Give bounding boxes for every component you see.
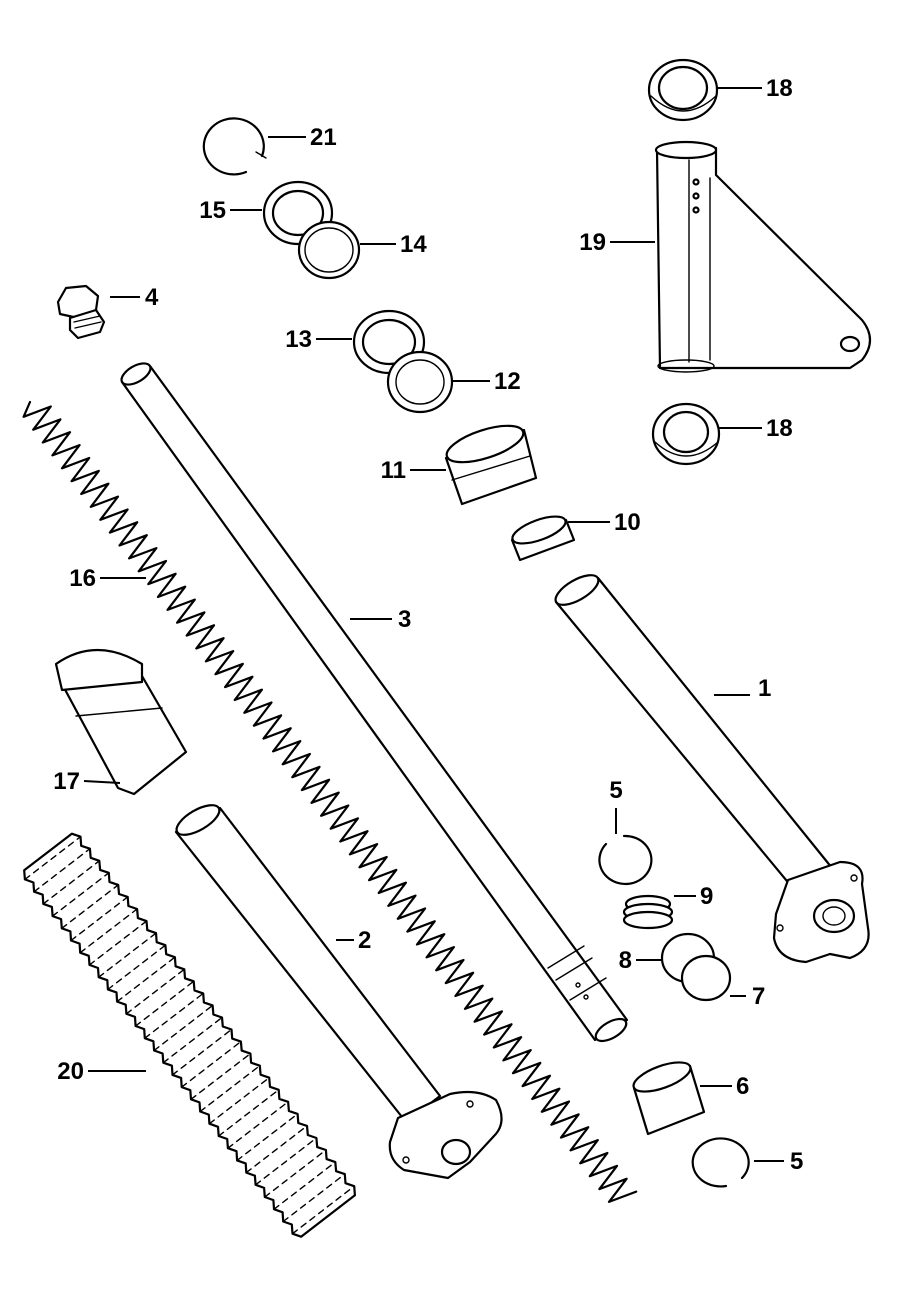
- label-15: 15: [199, 197, 226, 224]
- bellows-fold-line: [107, 944, 167, 991]
- bellows-fold-line: [88, 920, 148, 966]
- part-12-seal: [386, 350, 454, 414]
- part-6-bushing: [632, 1061, 706, 1136]
- bellows-fold-line: [134, 980, 195, 1027]
- label-18-lower: 18: [766, 415, 793, 442]
- bellows-fold-line: [180, 1040, 242, 1088]
- part-16-spring: [22, 400, 638, 1203]
- bellows-fold-line: [171, 1028, 233, 1076]
- part-5-circlip-upper: [598, 834, 653, 886]
- bellows-fold-line: [199, 1064, 261, 1113]
- label-4: 4: [145, 284, 159, 311]
- label-12: 12: [494, 368, 521, 395]
- bellows-fold-line: [227, 1101, 289, 1149]
- label-3: 3: [398, 606, 411, 633]
- part-20-bellows: [23, 832, 356, 1238]
- label-18-upper: 18: [766, 75, 793, 102]
- part-19-steering-stem: [654, 140, 872, 373]
- bellows-fold-line: [217, 1089, 280, 1137]
- part-14-ring: [297, 220, 361, 280]
- label-2: 2: [358, 927, 371, 954]
- label-19: 19: [579, 229, 606, 256]
- label-10: 10: [614, 509, 641, 536]
- bellows-fold-line: [162, 1016, 223, 1064]
- label-13: 13: [285, 326, 312, 353]
- bellows-fold-line: [116, 956, 176, 1003]
- label-17: 17: [53, 768, 80, 795]
- label-9: 9: [700, 883, 713, 910]
- label-5-lower: 5: [790, 1148, 803, 1175]
- leader-lines: [83, 87, 784, 1162]
- label-14: 14: [400, 231, 427, 258]
- bellows-fold-line: [33, 848, 91, 893]
- part-10-bushing: [510, 515, 576, 562]
- bellows-fold-line: [208, 1076, 270, 1125]
- part-9-spring-small: [622, 894, 674, 930]
- label-16: 16: [69, 565, 96, 592]
- label-1: 1: [758, 675, 771, 702]
- label-7: 7: [752, 983, 765, 1010]
- bellows-fold-line: [190, 1052, 252, 1101]
- part-3-damper-tube: [120, 362, 629, 1043]
- part-4-bolt: [56, 284, 106, 340]
- bellows-fold-line: [97, 932, 157, 978]
- part-labels: 1 2 3 4 5 5 6 7 8 9 10 11 12 13 14 15 16…: [53, 75, 803, 1175]
- label-20: 20: [57, 1058, 84, 1085]
- bellows-fold-line: [24, 836, 82, 881]
- bellows-fold-line: [291, 1185, 355, 1235]
- part-17-cover: [54, 648, 188, 796]
- bellows-fold-line: [144, 992, 204, 1039]
- part-7-ring: [680, 954, 732, 1002]
- bellows-fold-line: [125, 968, 186, 1015]
- bellows-fold-line: [282, 1173, 346, 1223]
- label-8: 8: [619, 947, 632, 974]
- bellows-fold-line: [153, 1004, 214, 1052]
- bellows-fold-line: [61, 884, 119, 929]
- bellows-fold-line: [254, 1137, 318, 1186]
- bellows-fold-line: [264, 1149, 327, 1198]
- label-5-upper: 5: [609, 777, 622, 804]
- part-2-slider-left: [174, 804, 503, 1180]
- part-18-lower-bearing: [651, 402, 721, 466]
- label-21: 21: [310, 124, 337, 151]
- bellows-fold-line: [273, 1161, 336, 1210]
- part-18-upper-bearing: [647, 58, 719, 122]
- bellows-fold-line: [236, 1113, 299, 1162]
- bellows-fold-line: [70, 896, 129, 942]
- part-21-circlip: [202, 117, 267, 176]
- part-1-slider-right: [554, 574, 870, 964]
- bellows-fold-line: [245, 1125, 308, 1174]
- bellows-fold-line: [51, 872, 110, 917]
- part-11-bushing: [444, 424, 538, 506]
- label-11: 11: [381, 457, 406, 484]
- label-6: 6: [736, 1073, 749, 1100]
- part-5-circlip-lower: [691, 1137, 750, 1188]
- bellows-fold-line: [79, 908, 138, 954]
- bellows-fold-line: [42, 860, 101, 905]
